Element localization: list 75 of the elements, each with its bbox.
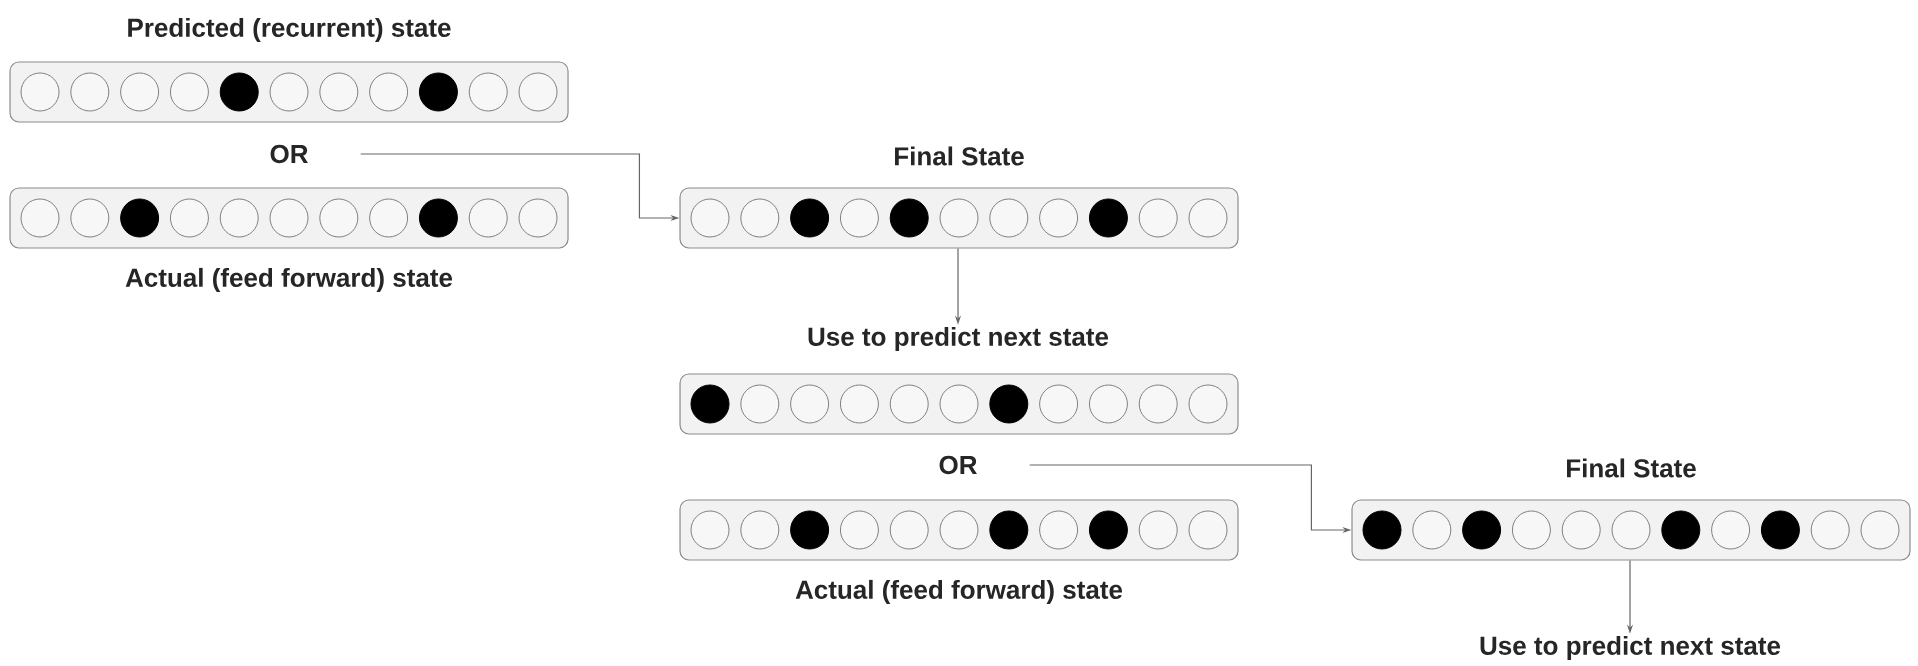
cell-circle xyxy=(269,72,309,112)
label-text: Use to predict next state xyxy=(808,326,1109,352)
cell-circle xyxy=(989,384,1029,424)
cell-circle xyxy=(1462,510,1502,550)
cell-circle xyxy=(690,510,730,550)
cell-circle xyxy=(889,510,929,550)
cell-circle xyxy=(1362,510,1402,550)
cell-circle xyxy=(1511,510,1551,550)
cell-circle xyxy=(219,72,259,112)
cell-circle xyxy=(1561,510,1601,550)
cell-circle xyxy=(468,198,508,238)
cell-circle xyxy=(1088,384,1128,424)
cell-circle xyxy=(1760,510,1800,550)
cell-circle xyxy=(269,198,309,238)
cell-circle xyxy=(939,510,979,550)
cell-circle xyxy=(790,384,830,424)
cell-circle xyxy=(20,72,60,112)
cell-circle xyxy=(1138,384,1178,424)
cell-circle xyxy=(1711,510,1751,550)
cell-circle xyxy=(989,198,1029,238)
cell-circle xyxy=(889,198,929,238)
cell-circle xyxy=(1088,510,1128,550)
cell-circle xyxy=(1039,384,1079,424)
cell-circle xyxy=(219,198,259,238)
cell-circle xyxy=(1661,510,1701,550)
cell-circle xyxy=(1039,510,1079,550)
cell-circle xyxy=(690,198,730,238)
cell-circle xyxy=(740,198,780,238)
label-text: Use to predict next state xyxy=(1480,635,1781,661)
cell-circle xyxy=(120,72,160,112)
cell-circle xyxy=(319,72,359,112)
cell-circle xyxy=(1810,510,1850,550)
cell-circle xyxy=(740,384,780,424)
cell-circle xyxy=(790,198,830,238)
cell-circle xyxy=(468,72,508,112)
cell-circle xyxy=(839,510,879,550)
cell-circle xyxy=(690,384,730,424)
cell-circle xyxy=(1611,510,1651,550)
cell-circle xyxy=(169,198,209,238)
cell-circle xyxy=(790,510,830,550)
cell-circle xyxy=(518,198,558,238)
cell-circle xyxy=(939,198,979,238)
label-text: OR xyxy=(939,455,977,475)
heading: Actual (feed forward) state xyxy=(125,267,453,293)
cell-circle xyxy=(70,198,110,238)
cell-circle xyxy=(70,72,110,112)
cell-circle xyxy=(369,72,409,112)
cell-circle xyxy=(1412,510,1452,550)
cell-circle xyxy=(20,198,60,238)
cell-circle xyxy=(839,384,879,424)
cell-circle xyxy=(418,72,458,112)
cell-circle xyxy=(169,72,209,112)
heading: Predicted (recurrent) state xyxy=(128,17,451,43)
cell-circle xyxy=(1088,198,1128,238)
cell-circle xyxy=(1138,510,1178,550)
cell-circle xyxy=(369,198,409,238)
cell-circle xyxy=(120,198,160,238)
cell-circle xyxy=(1188,384,1228,424)
cell-circle xyxy=(989,510,1029,550)
cell-circle xyxy=(939,384,979,424)
cell-circle xyxy=(1039,198,1079,238)
cell-circle xyxy=(1188,510,1228,550)
cell-circle xyxy=(839,198,879,238)
cell-circle xyxy=(1860,510,1900,550)
label-text: OR xyxy=(270,144,308,164)
heading: Final State xyxy=(895,146,1024,166)
cell-circle xyxy=(319,198,359,238)
cell-circle xyxy=(518,72,558,112)
cell-circle xyxy=(1188,198,1228,238)
cell-circle xyxy=(889,384,929,424)
cell-circle xyxy=(740,510,780,550)
heading: Actual (feed forward) state xyxy=(795,579,1123,605)
cell-circle xyxy=(418,198,458,238)
heading: Final State xyxy=(1567,458,1696,478)
cell-circle xyxy=(1138,198,1178,238)
